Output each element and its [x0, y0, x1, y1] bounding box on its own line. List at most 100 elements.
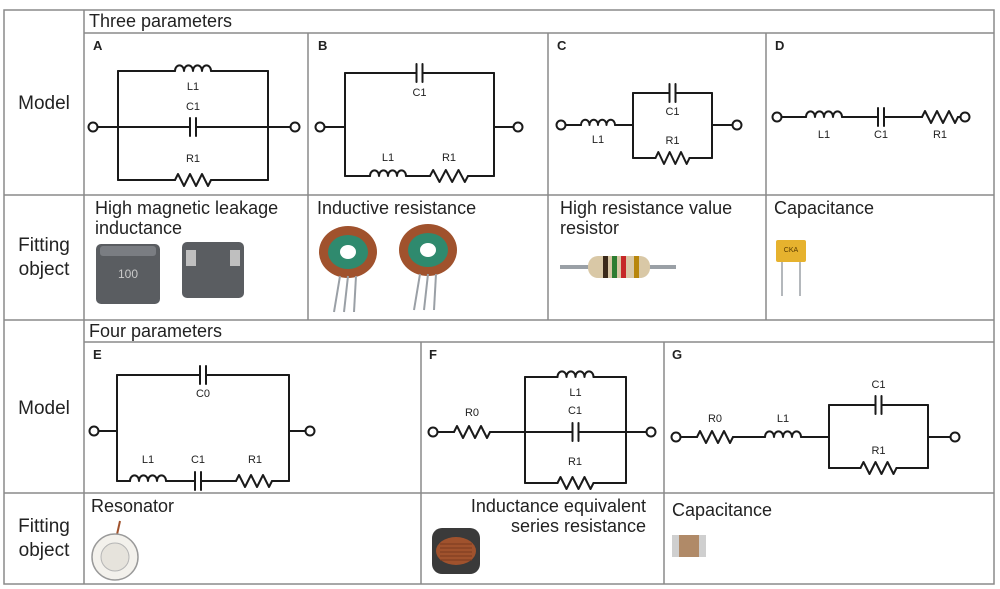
object-label-a-line2: inductance	[95, 218, 183, 238]
object-label-d-line1: Capacitance	[774, 198, 875, 218]
panel-letter-d: D	[775, 38, 785, 53]
component-label-c1: C1	[412, 87, 426, 99]
object-label-b-line1: Inductive resistance	[317, 198, 477, 218]
capacitor-symbol	[189, 117, 197, 137]
panel-letter-g: G	[672, 347, 683, 362]
row-label-fitting-1-line2: object	[18, 259, 70, 280]
section-four-parameters: Four parameters	[89, 321, 223, 341]
resistor-body	[588, 256, 650, 278]
object-label-e: Resonator	[91, 496, 174, 516]
panel-letter-f: F	[429, 347, 437, 362]
component-label-c1: C1	[665, 106, 679, 118]
object-label-b: Inductive resistance	[317, 198, 476, 218]
object-label-f: Inductance equivalent series resistance	[428, 496, 646, 536]
inductor-symbol	[129, 474, 167, 482]
terminal-node	[555, 119, 567, 131]
component-label-r1: R1	[871, 445, 885, 457]
component-label-l1: L1	[777, 413, 789, 425]
object-label-g-line1: Capacitance	[672, 500, 773, 520]
capacitor-symbol	[415, 63, 424, 83]
inductor-symbol	[369, 169, 407, 177]
row-label-fitting-2: Fitting object	[4, 515, 84, 563]
photo-power-inductor	[432, 528, 480, 574]
object-label-c-line2: resistor	[560, 218, 620, 238]
object-label-e-line1: Resonator	[91, 496, 175, 516]
panel-letter-c: C	[557, 38, 567, 53]
terminal-node	[512, 121, 524, 133]
resistor-symbol	[453, 425, 491, 439]
photo-smd-capacitor	[672, 535, 706, 557]
inductor-marking: 100	[118, 267, 138, 281]
component-label-r0: R0	[465, 407, 479, 419]
component-label-c1: C1	[186, 101, 200, 113]
component-label-l1: L1	[382, 152, 394, 164]
photo-film-capacitor: CKA	[776, 240, 806, 296]
terminal-node	[949, 431, 961, 443]
terminal-node	[645, 426, 657, 438]
smd-inductor-2	[182, 242, 244, 298]
component-label-r1: R1	[568, 456, 582, 468]
object-label-f-line1: Inductance equivalent	[470, 496, 646, 516]
resistor-symbol	[174, 173, 212, 187]
photo-toroid-inductors	[319, 224, 457, 313]
row-label-model-2: Model	[18, 398, 70, 419]
component-label-l1: L1	[142, 454, 154, 466]
terminal-node	[670, 431, 682, 443]
photo-resistor	[560, 256, 676, 278]
resistor-symbol	[696, 430, 734, 444]
row-label-fitting-2-line1: Fitting	[18, 516, 70, 537]
object-label-a: High magnetic leakage inductance	[95, 198, 278, 238]
component-label-r1: R1	[442, 152, 456, 164]
inductor-symbol	[556, 370, 595, 378]
panel-letter-e: E	[93, 347, 102, 362]
terminal-node	[304, 425, 316, 437]
terminal-node	[731, 119, 743, 131]
component-label-c1: C1	[874, 129, 888, 141]
component-label-c1: C1	[871, 379, 885, 391]
photo-smd-inductors: 100	[96, 242, 244, 304]
smd-inductor-1	[96, 244, 160, 304]
panel-letter-b: B	[318, 38, 328, 53]
component-label-r1: R1	[186, 153, 200, 165]
terminal-node	[88, 425, 100, 437]
capacitor-symbol	[571, 422, 580, 442]
component-label-r1: R1	[665, 135, 679, 147]
terminal-node	[959, 111, 971, 123]
object-label-c: High resistance value resistor	[560, 198, 732, 238]
resistor-symbol	[429, 169, 469, 183]
inductor-symbol	[580, 118, 616, 126]
inductor-symbol	[174, 64, 212, 72]
object-label-c-line1: High resistance value	[560, 198, 733, 218]
resistor-symbol	[556, 476, 595, 490]
component-label-l1: L1	[818, 129, 830, 141]
panel-letter-a: A	[93, 38, 103, 53]
component-label-r0: R0	[708, 413, 722, 425]
object-label-g: Capacitance	[672, 500, 772, 520]
capacitor-symbol	[874, 395, 883, 415]
row-label-fitting-1: Fitting object	[4, 234, 84, 282]
smd-capacitor-body	[672, 535, 706, 557]
resistor-symbol	[921, 110, 959, 124]
object-label-d: Capacitance	[774, 198, 874, 218]
section-three-parameters: Three parameters	[89, 11, 233, 31]
film-capacitor-body	[776, 240, 806, 262]
row-label-model-1: Model	[18, 93, 70, 114]
terminal-node	[314, 121, 326, 133]
resistor-symbol	[654, 151, 691, 165]
inductor-symbol	[805, 110, 843, 118]
terminal-node	[771, 111, 783, 123]
component-label-c1: C1	[191, 454, 205, 466]
capacitor-symbol	[668, 83, 677, 103]
resistor-symbol	[859, 461, 898, 475]
photo-resonator	[91, 520, 139, 581]
capacitor-marking: CKA	[784, 247, 799, 254]
component-label-l1: L1	[187, 81, 199, 93]
